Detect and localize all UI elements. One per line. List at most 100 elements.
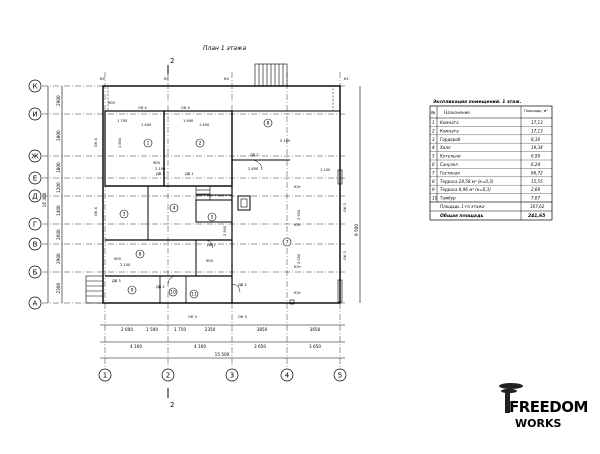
door-label: ДВ 2	[238, 283, 247, 287]
room-number: 1	[147, 141, 150, 147]
door-label: ДВ 2	[156, 285, 165, 289]
svg-text:900: 900	[153, 161, 161, 165]
column-axis-marker	[333, 368, 347, 382]
bottom-dim: 1 500	[146, 327, 158, 332]
bottom-dim: 3 650	[309, 344, 321, 349]
svg-text:3: 3	[432, 137, 435, 142]
svg-text:1: 1	[432, 120, 435, 125]
svg-text:1 400: 1 400	[199, 123, 210, 127]
room-number: 6	[139, 252, 142, 258]
svg-text:Комната: Комната	[440, 128, 459, 133]
row-axis-label: А	[33, 300, 38, 308]
door-label: ДВ 2	[207, 243, 216, 247]
col-num-header: №	[430, 110, 436, 115]
bottom-dim: 2 600	[121, 327, 133, 332]
svg-text:9: 9	[432, 187, 435, 192]
svg-text:5 100: 5 100	[280, 139, 291, 143]
room-number: 10	[170, 290, 176, 296]
svg-text:К3т: К3т	[294, 265, 301, 269]
svg-text:15,55: 15,55	[531, 179, 543, 184]
room-number: 3	[123, 212, 126, 218]
row-axis-marker	[28, 296, 42, 310]
room-marker	[282, 237, 292, 247]
row-axis-label: В	[33, 241, 38, 249]
svg-text:17,13: 17,13	[531, 120, 543, 125]
left-dim: 1800	[56, 162, 61, 173]
room-marker	[119, 209, 129, 219]
subtotal-label: Площадь 1-го этажа	[440, 204, 485, 209]
room-number: 4	[173, 206, 176, 212]
svg-text:6,24: 6,24	[531, 162, 541, 167]
window-label: ОК 3	[188, 315, 197, 319]
svg-text:900: 900	[114, 257, 122, 261]
bottom-total-dim: 15 500	[215, 352, 230, 357]
row-axis-label: Б	[33, 269, 38, 277]
row-axis-label: Е	[33, 175, 37, 183]
svg-text:1 400: 1 400	[141, 123, 152, 127]
left-dim: 1400	[56, 205, 61, 216]
window-label: ОК 3	[343, 203, 347, 212]
door-label: ДВ 1	[156, 172, 165, 176]
svg-text:Холл: Холл	[439, 145, 451, 150]
svg-text:5: 5	[432, 154, 435, 159]
room-number: 2	[199, 141, 202, 147]
col-name-header: Назначение	[444, 110, 470, 115]
room-explication-table: Экспликация помещений. 1 этаж. № Назначе…	[429, 99, 553, 221]
svg-text:Терраса 24,58 м² (к=0,3): Терраса 24,58 м² (к=0,3)	[440, 179, 494, 184]
svg-text:Санузел: Санузел	[440, 162, 458, 167]
row-axis-label: Г	[33, 221, 37, 229]
svg-text:2 000: 2 000	[297, 253, 301, 264]
room-marker	[263, 118, 273, 128]
room-marker	[195, 138, 205, 148]
row-axis-marker	[28, 237, 42, 251]
bottom-dim: 2350	[205, 327, 216, 332]
row-axis-marker	[28, 189, 42, 203]
room-marker	[127, 285, 137, 295]
logo-line1: FREEDOM	[509, 398, 588, 416]
room-marker	[135, 249, 145, 259]
building-walls	[85, 63, 343, 305]
window-label: ОК 3	[238, 315, 247, 319]
row-axis-label: И	[32, 111, 37, 119]
bottom-dim: 4 100	[130, 344, 142, 349]
column-axis-label: 2	[166, 372, 170, 380]
row-axis-marker	[28, 265, 42, 279]
total-value: 241,65	[528, 213, 545, 219]
room-marker	[143, 138, 153, 148]
svg-text:Котельня: Котельня	[440, 154, 461, 159]
column-axis-marker	[98, 368, 112, 382]
logo-line2: WORKS	[515, 417, 561, 430]
bottom-dim: 3 650	[254, 344, 266, 349]
room-number: 11	[191, 292, 197, 298]
explication-title: Экспликация помещений. 1 этаж.	[433, 99, 522, 105]
left-dim: 2600	[56, 229, 61, 240]
svg-text:Гостиная: Гостиная	[440, 170, 460, 175]
svg-text:8: 8	[432, 179, 435, 184]
svg-text:2 100: 2 100	[155, 167, 166, 171]
svg-text:10: 10	[432, 196, 438, 201]
door-label: ДВ 3	[112, 279, 121, 283]
left-dim: 2900	[56, 95, 61, 106]
section-mark-top: 2	[170, 57, 174, 65]
bottom-dim: 1 750	[174, 327, 186, 332]
svg-text:Гардероб: Гардероб	[440, 137, 461, 142]
room-number: 7	[286, 240, 289, 246]
subtotal-value: 167,62	[530, 204, 545, 209]
row-axis-marker	[28, 79, 42, 93]
room-marker	[207, 212, 217, 222]
bottom-dim: 3650	[310, 327, 321, 332]
room-number: 5	[211, 215, 214, 221]
svg-text:2,69: 2,69	[531, 187, 541, 192]
svg-text:900: 900	[108, 101, 116, 105]
svg-text:1 800: 1 800	[118, 137, 122, 148]
column-axis-marker	[280, 368, 294, 382]
svg-text:4: 4	[432, 145, 435, 150]
svg-text:2 900: 2 900	[297, 209, 301, 220]
